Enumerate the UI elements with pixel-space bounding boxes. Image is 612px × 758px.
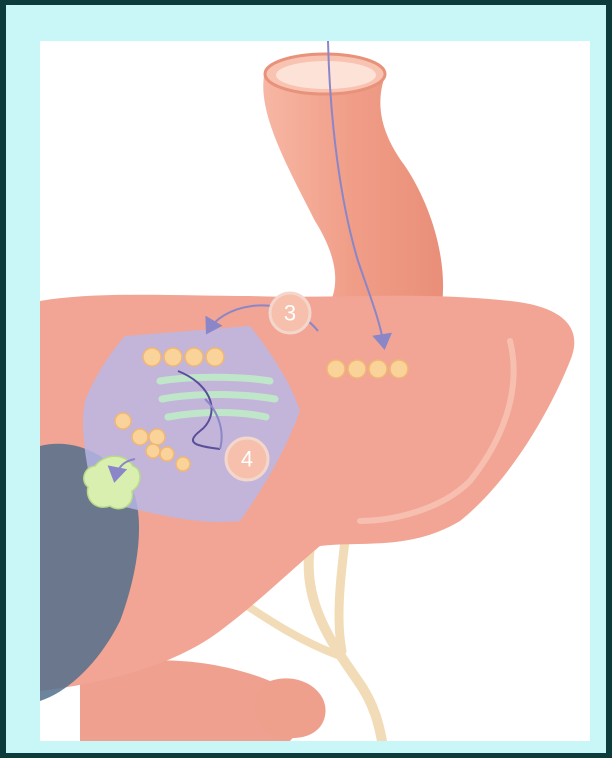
bile-duct-branch (339, 541, 345, 651)
portal-vessel (263, 71, 443, 316)
small-sac (255, 678, 326, 738)
step-4-label: 4 (241, 447, 253, 472)
liver-diagram: 3 4 (40, 41, 590, 741)
step-badge-4: 4 (226, 438, 268, 480)
illustration-canvas: 3 4 (40, 41, 590, 741)
er-stripe (160, 377, 270, 381)
step-3-label: 3 (284, 301, 296, 326)
light-blue-border: 3 4 (6, 5, 606, 753)
step-badge-3: 3 (270, 293, 310, 333)
